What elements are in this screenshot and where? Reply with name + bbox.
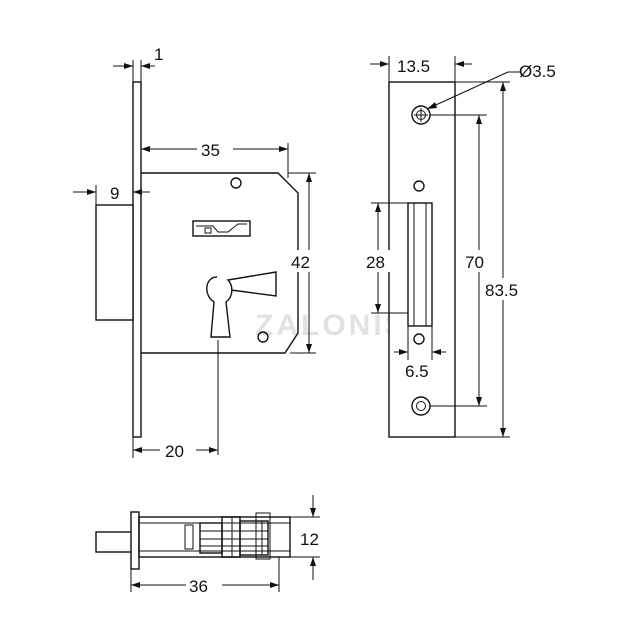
watermark: ZALONIS	[255, 309, 408, 342]
dim-backset: 20	[132, 437, 218, 461]
lock-side-view	[95, 81, 299, 455]
dim-label-case-depth: 35	[201, 141, 220, 160]
dim-screw-centers: 70	[430, 114, 495, 407]
dim-strike-opening-height: 28	[362, 202, 408, 314]
dim-strike-width: 13.5	[370, 56, 472, 82]
bolt	[95, 204, 134, 321]
dim-overall-depth: 36	[130, 557, 280, 596]
lever-slot	[192, 220, 251, 237]
dim-case-height: 42	[288, 172, 326, 354]
dim-screw-hole-diameter: Ø3.5	[426, 62, 556, 110]
dim-case-depth: 35	[141, 138, 289, 178]
watermark-text: ZALONIS	[255, 309, 408, 342]
dim-faceplate-thickness: 1	[113, 45, 163, 82]
dim-label-overall-depth: 36	[189, 577, 208, 596]
strike-plate	[388, 81, 456, 438]
lock-top-view	[95, 511, 291, 570]
dim-label-strike-height: 83.5	[485, 281, 518, 300]
dim-label-case-thickness: 12	[300, 530, 319, 549]
dim-label-faceplate-thickness: 1	[154, 45, 163, 64]
dim-strike-height: 83.5	[455, 81, 529, 438]
keyhole	[206, 271, 277, 338]
dim-label-strike-opening-width: 6.5	[405, 362, 429, 381]
dim-label-case-height: 42	[291, 253, 310, 272]
dim-label-screw-hole-diameter: Ø3.5	[519, 62, 556, 81]
dim-strike-opening-width: 6.5	[394, 326, 446, 381]
dim-label-backset: 20	[165, 442, 184, 461]
dim-label-strike-opening-height: 28	[366, 253, 385, 272]
top-view-faceplate	[130, 511, 140, 570]
top-view-bolt	[95, 531, 134, 553]
small-hole-upper	[413, 180, 425, 192]
strike-plate-view	[388, 81, 456, 438]
faceplate	[132, 81, 142, 438]
top-view-case	[138, 516, 291, 558]
dim-label-bolt-projection: 9	[110, 184, 119, 203]
dim-label-screw-centers: 70	[465, 253, 484, 272]
dim-case-thickness: 12	[290, 495, 320, 580]
small-hole-lower	[413, 333, 425, 345]
case-hole-top	[230, 177, 242, 189]
dim-bolt-projection: 9	[73, 184, 150, 205]
case-hole-bottom	[257, 331, 269, 343]
dim-label-strike-width: 13.5	[397, 57, 430, 76]
